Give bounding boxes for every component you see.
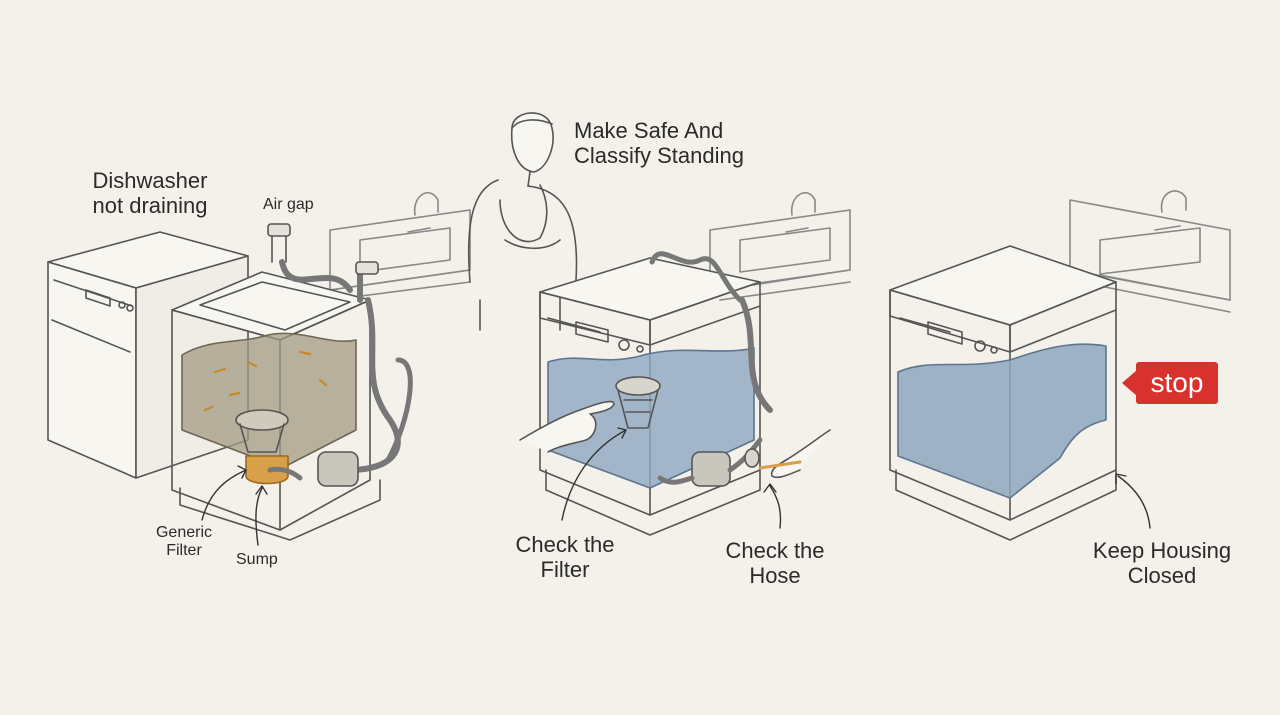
label-air-gap: Air gap — [263, 196, 314, 213]
label-make-safe: Make Safe And Classify Standing — [574, 118, 744, 169]
stop-pointer-icon — [1122, 370, 1137, 396]
counter-sink-1 — [329, 192, 471, 301]
dirty-water — [181, 332, 357, 469]
label-sump: Sump — [236, 551, 278, 568]
sump-shape — [245, 455, 289, 485]
label-check-filter: Check the Filter — [515, 532, 615, 583]
dishwasher-clear-water — [519, 251, 831, 536]
drain-pump-2 — [691, 451, 731, 487]
thinking-person — [467, 112, 578, 331]
closed-dishwasher-water-inside — [889, 245, 1117, 541]
label-check-hose: Check the Hose — [725, 538, 825, 589]
label-keep-housing-closed: Keep Housing Closed — [1092, 538, 1232, 589]
label-generic-filter: Generic Filter — [155, 524, 213, 560]
counter-sink-2 — [709, 192, 851, 301]
counter-sink-3 — [1069, 190, 1231, 313]
standing-water — [897, 343, 1107, 499]
label-dishwasher-not-draining: Dishwasher not draining — [92, 168, 208, 219]
generic-filter-shape — [235, 409, 289, 431]
drain-pump-1 — [317, 451, 359, 487]
arrows-panel-1 — [201, 465, 268, 546]
arrow-panel-3 — [1115, 473, 1151, 529]
stop-label: stop — [1136, 362, 1218, 404]
cutaway-dishwasher — [171, 223, 413, 541]
arrows-panel-2 — [561, 427, 782, 529]
